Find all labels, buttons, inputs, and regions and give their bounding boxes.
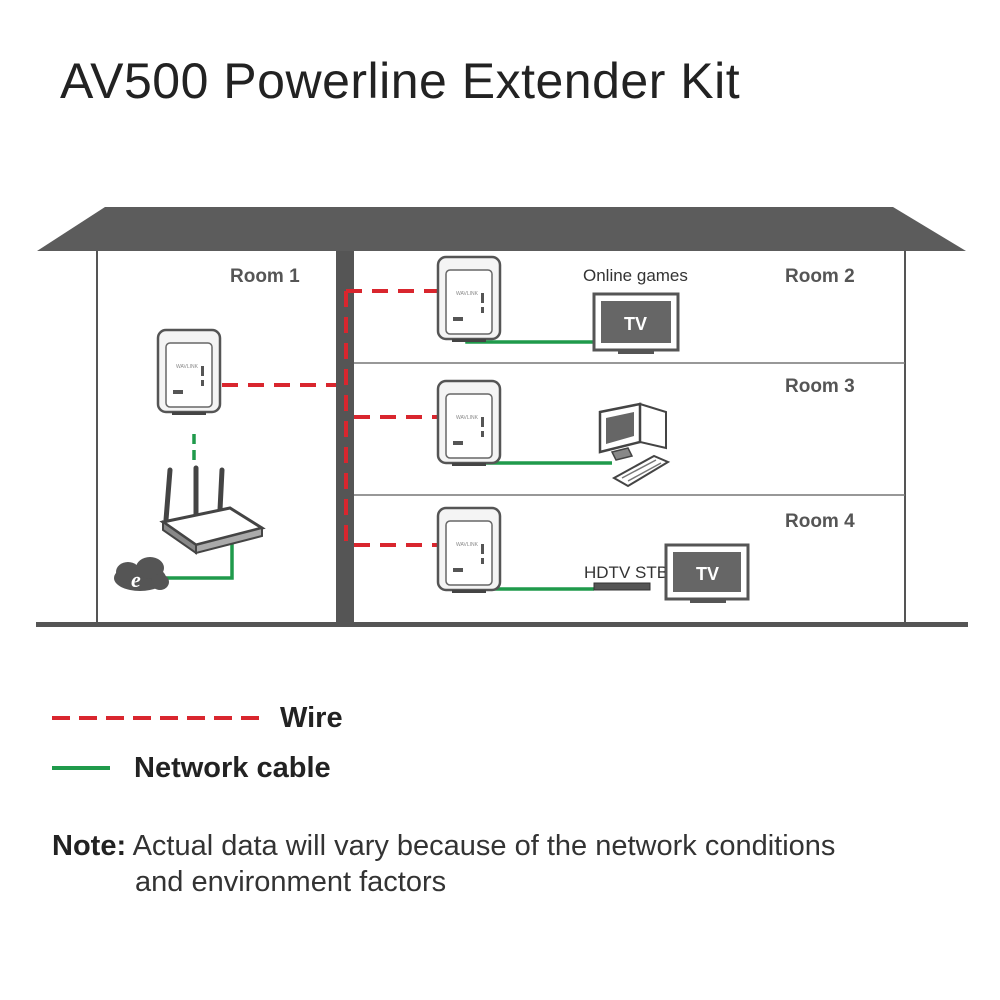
internet-logo-glyph: e	[131, 567, 141, 592]
note-label: Note:	[52, 830, 127, 862]
note-text-line1: Actual data will vary because of the net…	[132, 830, 836, 862]
legend-wire-label: Wire	[280, 702, 343, 734]
router-icon	[159, 465, 266, 555]
ground-floor	[36, 622, 968, 627]
powerline-adapter-icon: WAVLINK	[436, 255, 502, 344]
set-top-box-icon	[593, 582, 651, 591]
tv-label: TV	[696, 564, 719, 584]
wire-path	[222, 289, 438, 547]
room-1-label: Room 1	[230, 266, 300, 287]
powerline-adapter-icon: WAVLINK	[156, 328, 222, 417]
roof	[37, 207, 966, 251]
online-games-label: Online games	[583, 266, 688, 285]
svg-text:WAVLINK: WAVLINK	[456, 415, 479, 421]
desktop-computer-icon	[598, 402, 671, 488]
note-text-line2: and environment factors	[135, 866, 447, 898]
note: Note: Actual data will vary because of t…	[52, 828, 982, 900]
tv-icon: TV	[592, 292, 680, 354]
room-3-label: Room 3	[785, 376, 855, 397]
legend-network-cable-label: Network cable	[134, 752, 331, 784]
powerline-adapter-icon: WAVLINK	[436, 379, 502, 468]
room-4-label: Room 4	[785, 511, 855, 532]
powerline-adapter-icon: WAVLINK	[436, 506, 502, 595]
page-title: AV500 Powerline Extender Kit	[60, 53, 741, 109]
legend: Wire Network cable	[52, 702, 343, 784]
tv-label: TV	[624, 314, 647, 334]
tv-icon: TV	[664, 543, 750, 603]
svg-text:WAVLINK: WAVLINK	[456, 542, 479, 548]
network-cable-path	[166, 326, 612, 591]
room-2-label: Room 2	[785, 266, 855, 287]
svg-text:WAVLINK: WAVLINK	[456, 291, 479, 297]
hdtv-stb-label: HDTV STB	[584, 563, 668, 582]
internet-cloud-icon: e	[114, 557, 169, 592]
center-divider-wall	[336, 251, 354, 624]
adapter-brand-label: WAVLINK	[176, 364, 199, 370]
